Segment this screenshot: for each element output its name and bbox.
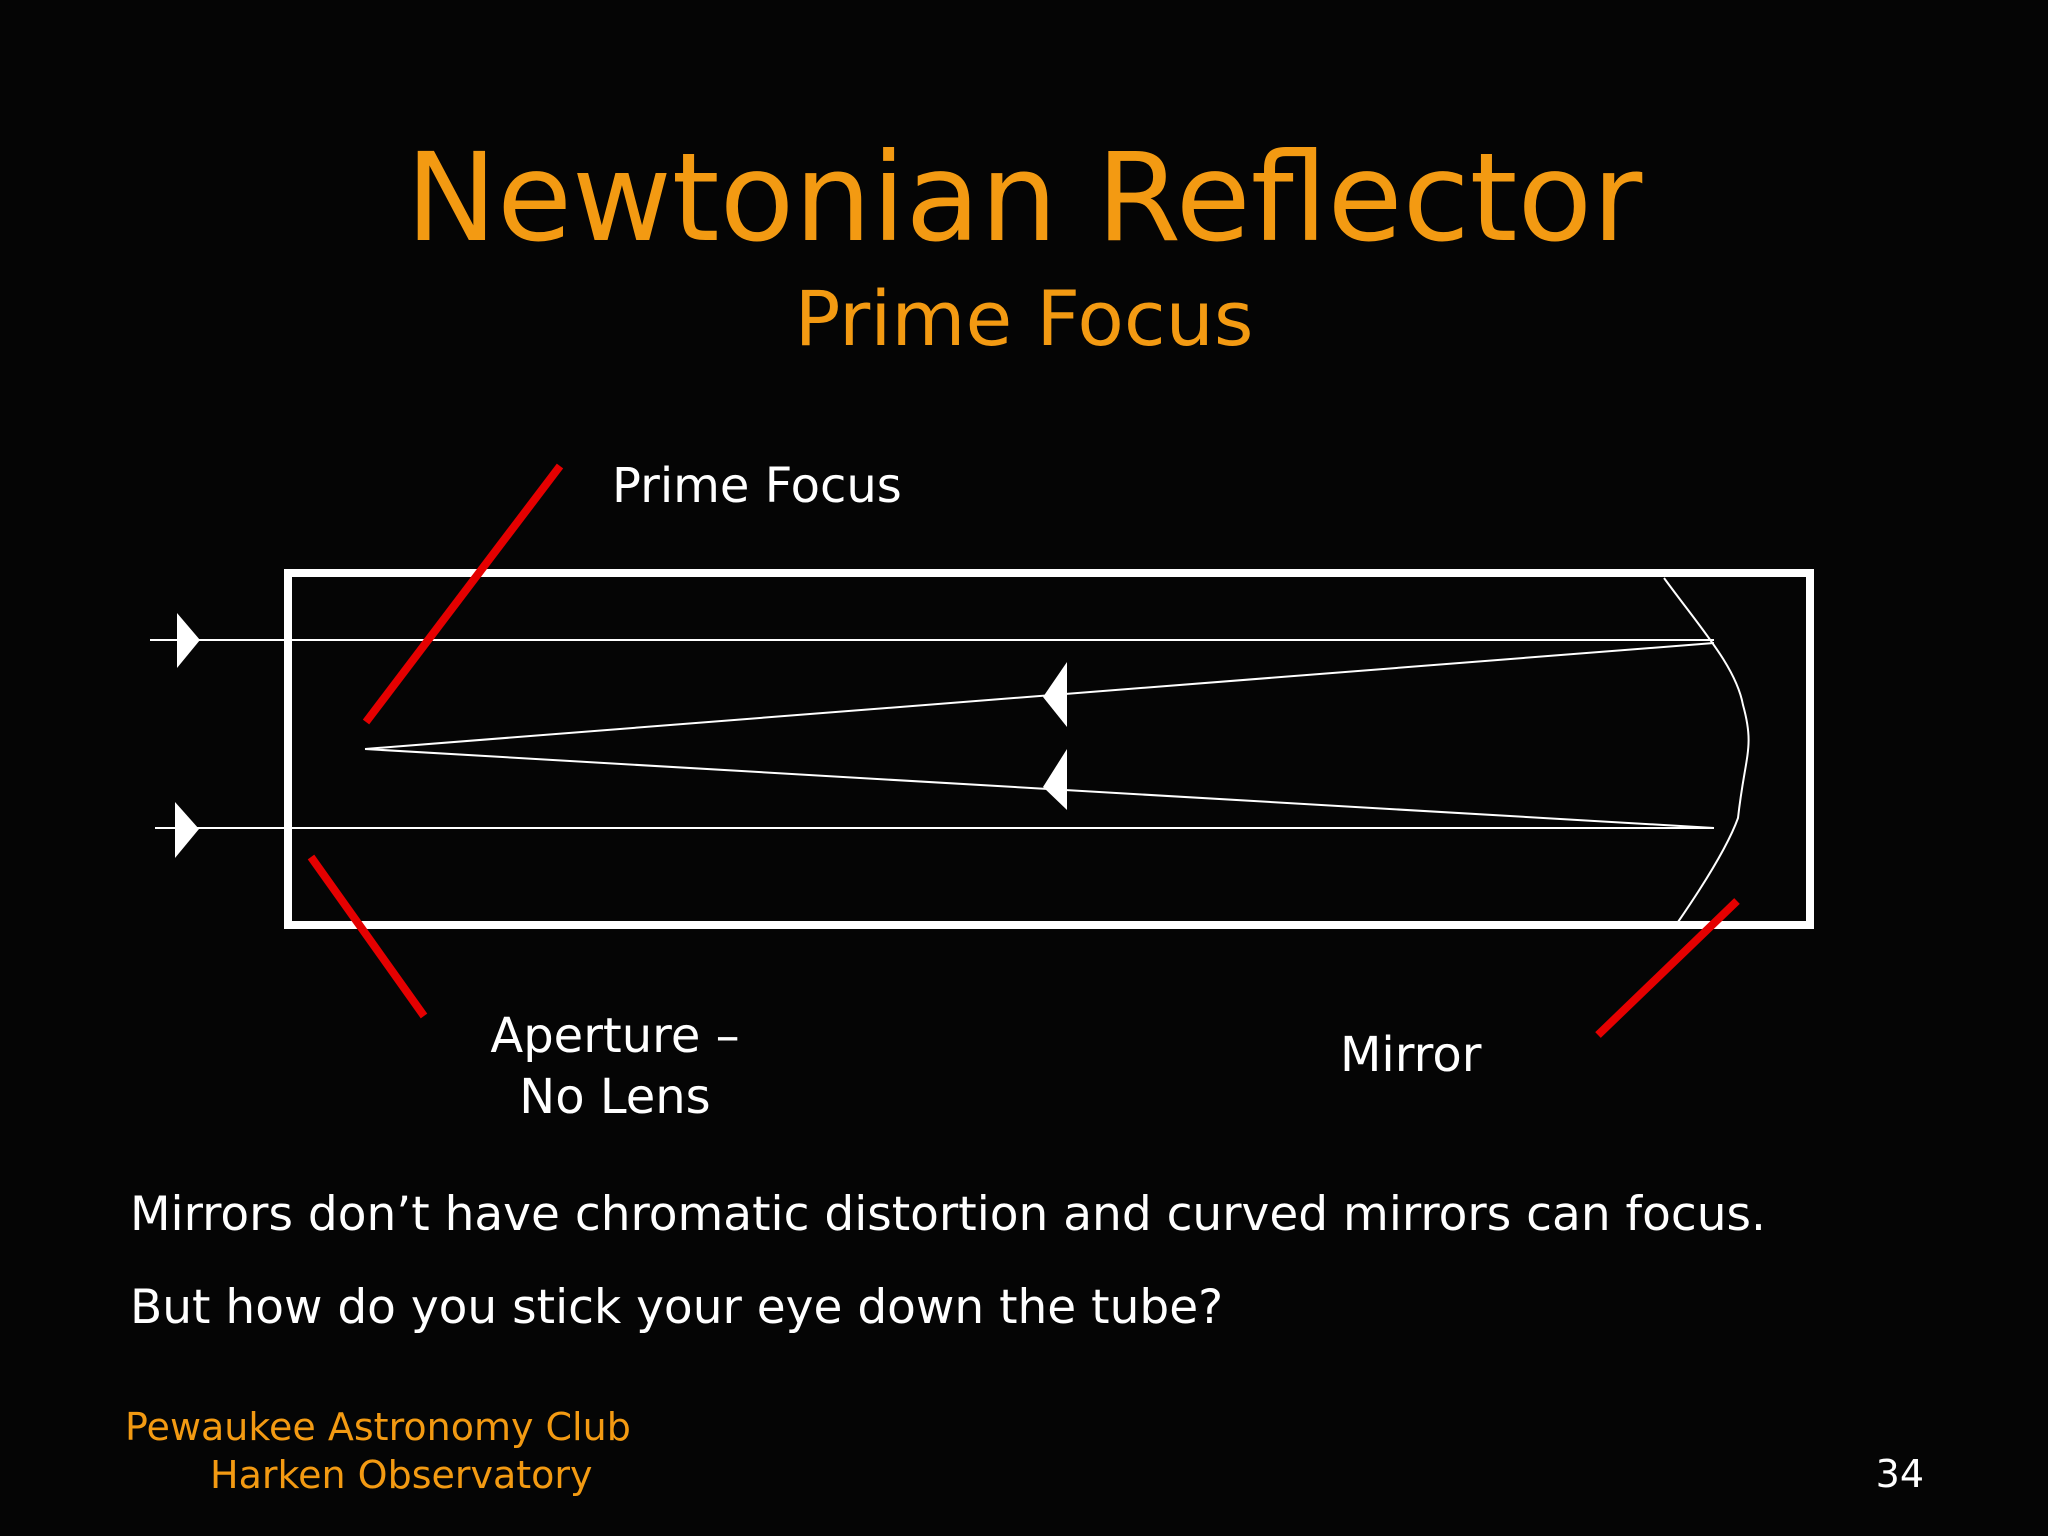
prime-focus-pointer xyxy=(362,463,564,725)
footer-organization: Pewaukee Astronomy Club Harken Observato… xyxy=(125,1403,631,1499)
body-text-line-1: Mirrors don’t have chromatic distortion … xyxy=(130,1187,1766,1242)
reflected-arrow-top-icon xyxy=(1043,662,1067,727)
aperture-pointer xyxy=(307,854,428,1019)
reflected-light-ray-top xyxy=(364,642,1715,750)
aperture-label-line-1: Aperture – xyxy=(490,1008,740,1064)
slide-subtitle: Prime Focus xyxy=(794,274,1254,363)
incoming-arrow-top-icon xyxy=(177,613,200,668)
mirror-label: Mirror xyxy=(1340,1027,1482,1083)
mirror-pointer xyxy=(1595,898,1740,1038)
incoming-arrow-bottom-icon xyxy=(175,802,199,858)
slide-title: Newtonian Reflector xyxy=(405,127,1643,269)
aperture-label: Aperture – No Lens xyxy=(440,1006,790,1128)
page-number: 34 xyxy=(1875,1452,1924,1496)
telescope-tube xyxy=(284,569,1814,929)
aperture-label-line-2: No Lens xyxy=(519,1069,711,1125)
curved-mirror xyxy=(1663,577,1750,923)
body-text-line-2: But how do you stick your eye down the t… xyxy=(130,1280,1224,1335)
footer-line-1: Pewaukee Astronomy Club xyxy=(125,1405,631,1449)
reflected-arrow-bottom-icon xyxy=(1043,749,1067,810)
footer-line-2: Harken Observatory xyxy=(210,1453,593,1497)
reflected-light-ray-bottom xyxy=(364,748,1715,829)
prime-focus-label: Prime Focus xyxy=(612,458,902,514)
